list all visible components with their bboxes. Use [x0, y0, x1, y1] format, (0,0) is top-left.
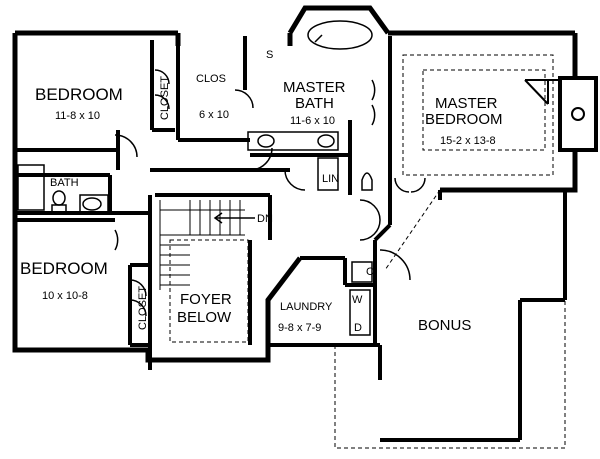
stairs	[159, 200, 255, 290]
master-bath-size: 11-6 x 10	[290, 115, 335, 127]
shelf-name: S	[266, 49, 273, 61]
closet2-name: CLOSET	[137, 286, 149, 330]
lin-name: LIN	[322, 173, 339, 185]
bedroom2-size: 10 x 10-8	[42, 290, 88, 302]
master-bedroom-name-1: MASTER	[435, 95, 498, 112]
clos-size: 6 x 10	[199, 109, 229, 121]
fireplace	[524, 76, 598, 152]
laundry-size: 9-8 x 7-9	[278, 322, 321, 334]
room-labels: BEDROOM 11-8 x 10 CLOSET CLOS 6 x 10 S M…	[20, 49, 503, 334]
master-bath-name-2: BATH	[295, 95, 334, 112]
coat-closet-name: C	[366, 266, 374, 278]
clos-name: CLOS	[196, 73, 226, 85]
foyer-name-1: FOYER	[180, 291, 232, 308]
tub	[307, 20, 373, 50]
dryer-label: D	[354, 322, 362, 334]
stair-down-label: DN	[257, 213, 273, 225]
dashed-outlines	[169, 54, 566, 449]
foyer-name-2: BELOW	[177, 309, 232, 326]
master-bedroom-size: 15-2 x 13-8	[440, 135, 496, 147]
closet1-name: CLOSET	[159, 76, 171, 120]
interior-walls	[15, 36, 567, 442]
bedroom2-name: BEDROOM	[20, 259, 108, 278]
bath-name: BATH	[50, 177, 79, 189]
bedroom1-size: 11-8 x 10	[55, 110, 100, 122]
laundry-name: LAUNDRY	[280, 301, 333, 313]
master-bedroom-name-2: BEDROOM	[425, 111, 503, 128]
exterior-walls	[12, 5, 578, 363]
door-swings	[114, 69, 426, 317]
fixtures	[17, 131, 373, 336]
bonus-name: BONUS	[418, 317, 471, 334]
washer-label: W	[352, 294, 363, 306]
bedroom1-name: BEDROOM	[35, 85, 123, 104]
master-bath-name-1: MASTER	[283, 79, 346, 96]
